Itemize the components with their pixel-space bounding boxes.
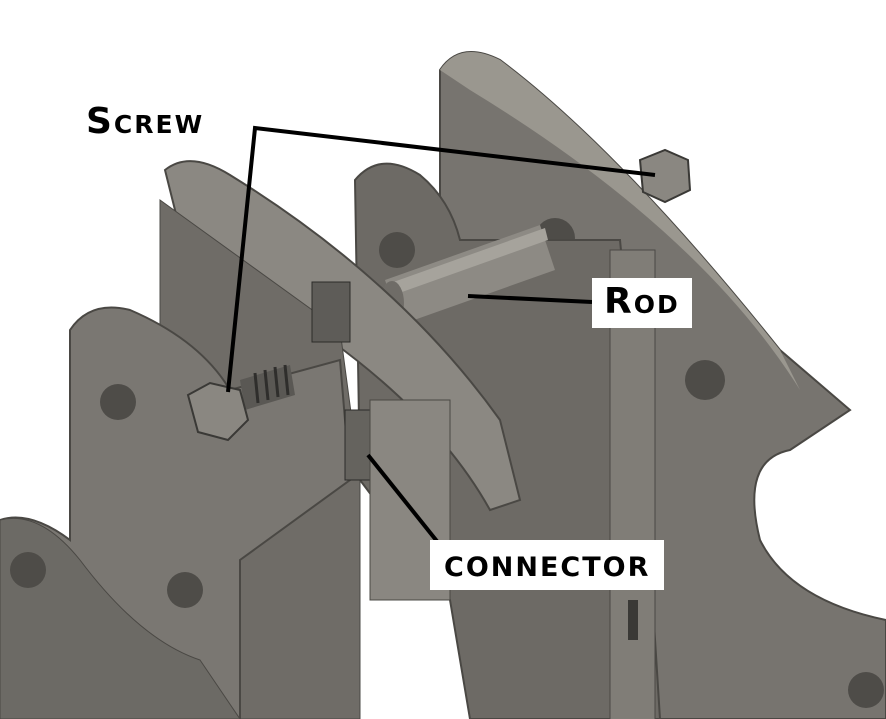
screw-leader-line: [226, 125, 656, 393]
connector-label: connector: [430, 540, 665, 590]
screw: [186, 148, 692, 442]
connector-leader-line: [366, 453, 442, 547]
left-front-plate: [0, 306, 352, 719]
rod-label: Rod: [592, 278, 692, 328]
screw-label: Screw: [86, 101, 205, 142]
leader-lines: [226, 125, 656, 547]
rod-leader-line: [467, 294, 593, 304]
